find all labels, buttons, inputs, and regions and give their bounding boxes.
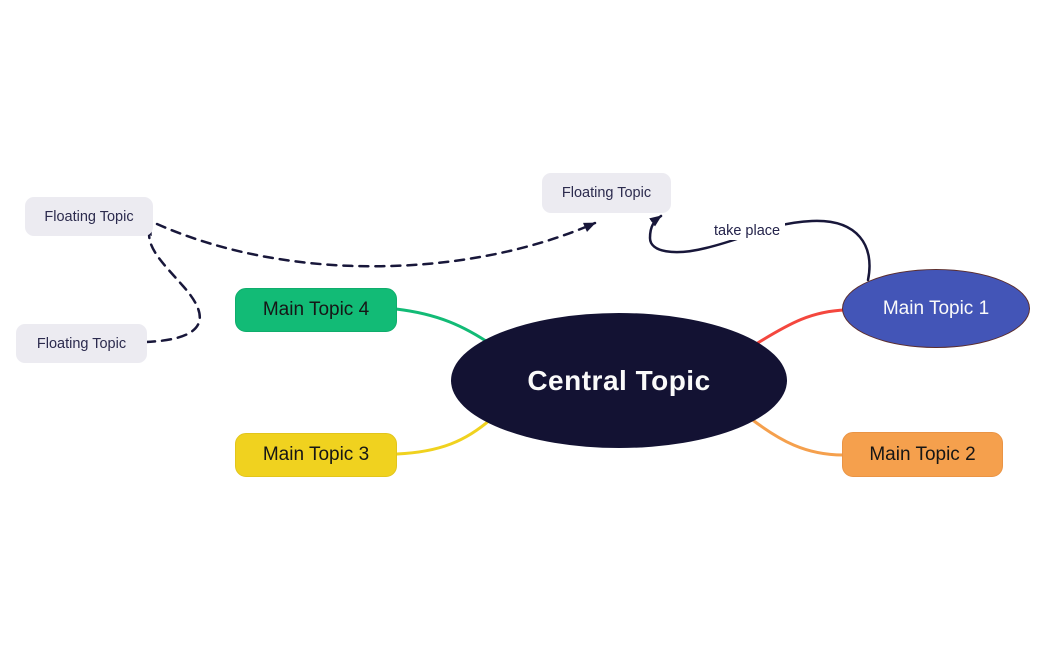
floating-topic-left-lower-label: Floating Topic <box>36 335 127 352</box>
dashed-arrow-leftlower-to-leftupper-floating[interactable] <box>142 222 202 344</box>
main-topic-1-label: Main Topic 1 <box>882 297 990 319</box>
central-topic-label: Central Topic <box>527 364 711 396</box>
main-topic-4-node[interactable]: Main Topic 4 <box>235 288 397 332</box>
main-topic-1-node[interactable]: Main Topic 1 <box>842 269 1030 348</box>
floating-topic-center-node[interactable]: Floating Topic <box>542 173 671 213</box>
floating-topic-left-upper-node[interactable]: Floating Topic <box>25 197 153 236</box>
main-topic-2-label: Main Topic 2 <box>869 443 976 465</box>
branch-central-to-main-topic-1 <box>754 308 848 346</box>
dashed-arrow-leftupper-to-center-floating[interactable] <box>155 221 597 268</box>
central-topic-node[interactable]: Central Topic <box>451 313 787 448</box>
branch-central-to-main-topic-2 <box>748 416 845 457</box>
floating-topic-center-label: Floating Topic <box>561 185 652 201</box>
main-topic-4-label: Main Topic 4 <box>262 299 370 320</box>
main-topic-2-node[interactable]: Main Topic 2 <box>842 432 1003 477</box>
floating-topic-left-upper-label: Floating Topic <box>44 208 134 225</box>
branch-central-to-main-topic-3 <box>395 417 493 456</box>
floating-topic-left-lower-node[interactable]: Floating Topic <box>16 324 147 363</box>
branch-central-to-main-topic-4 <box>394 307 494 347</box>
main-topic-3-node[interactable]: Main Topic 3 <box>235 433 397 477</box>
relationship-line-take-place[interactable] <box>648 214 871 282</box>
relationship-label-take-place[interactable]: take place <box>709 222 786 240</box>
main-topic-3-label: Main Topic 3 <box>262 444 370 465</box>
